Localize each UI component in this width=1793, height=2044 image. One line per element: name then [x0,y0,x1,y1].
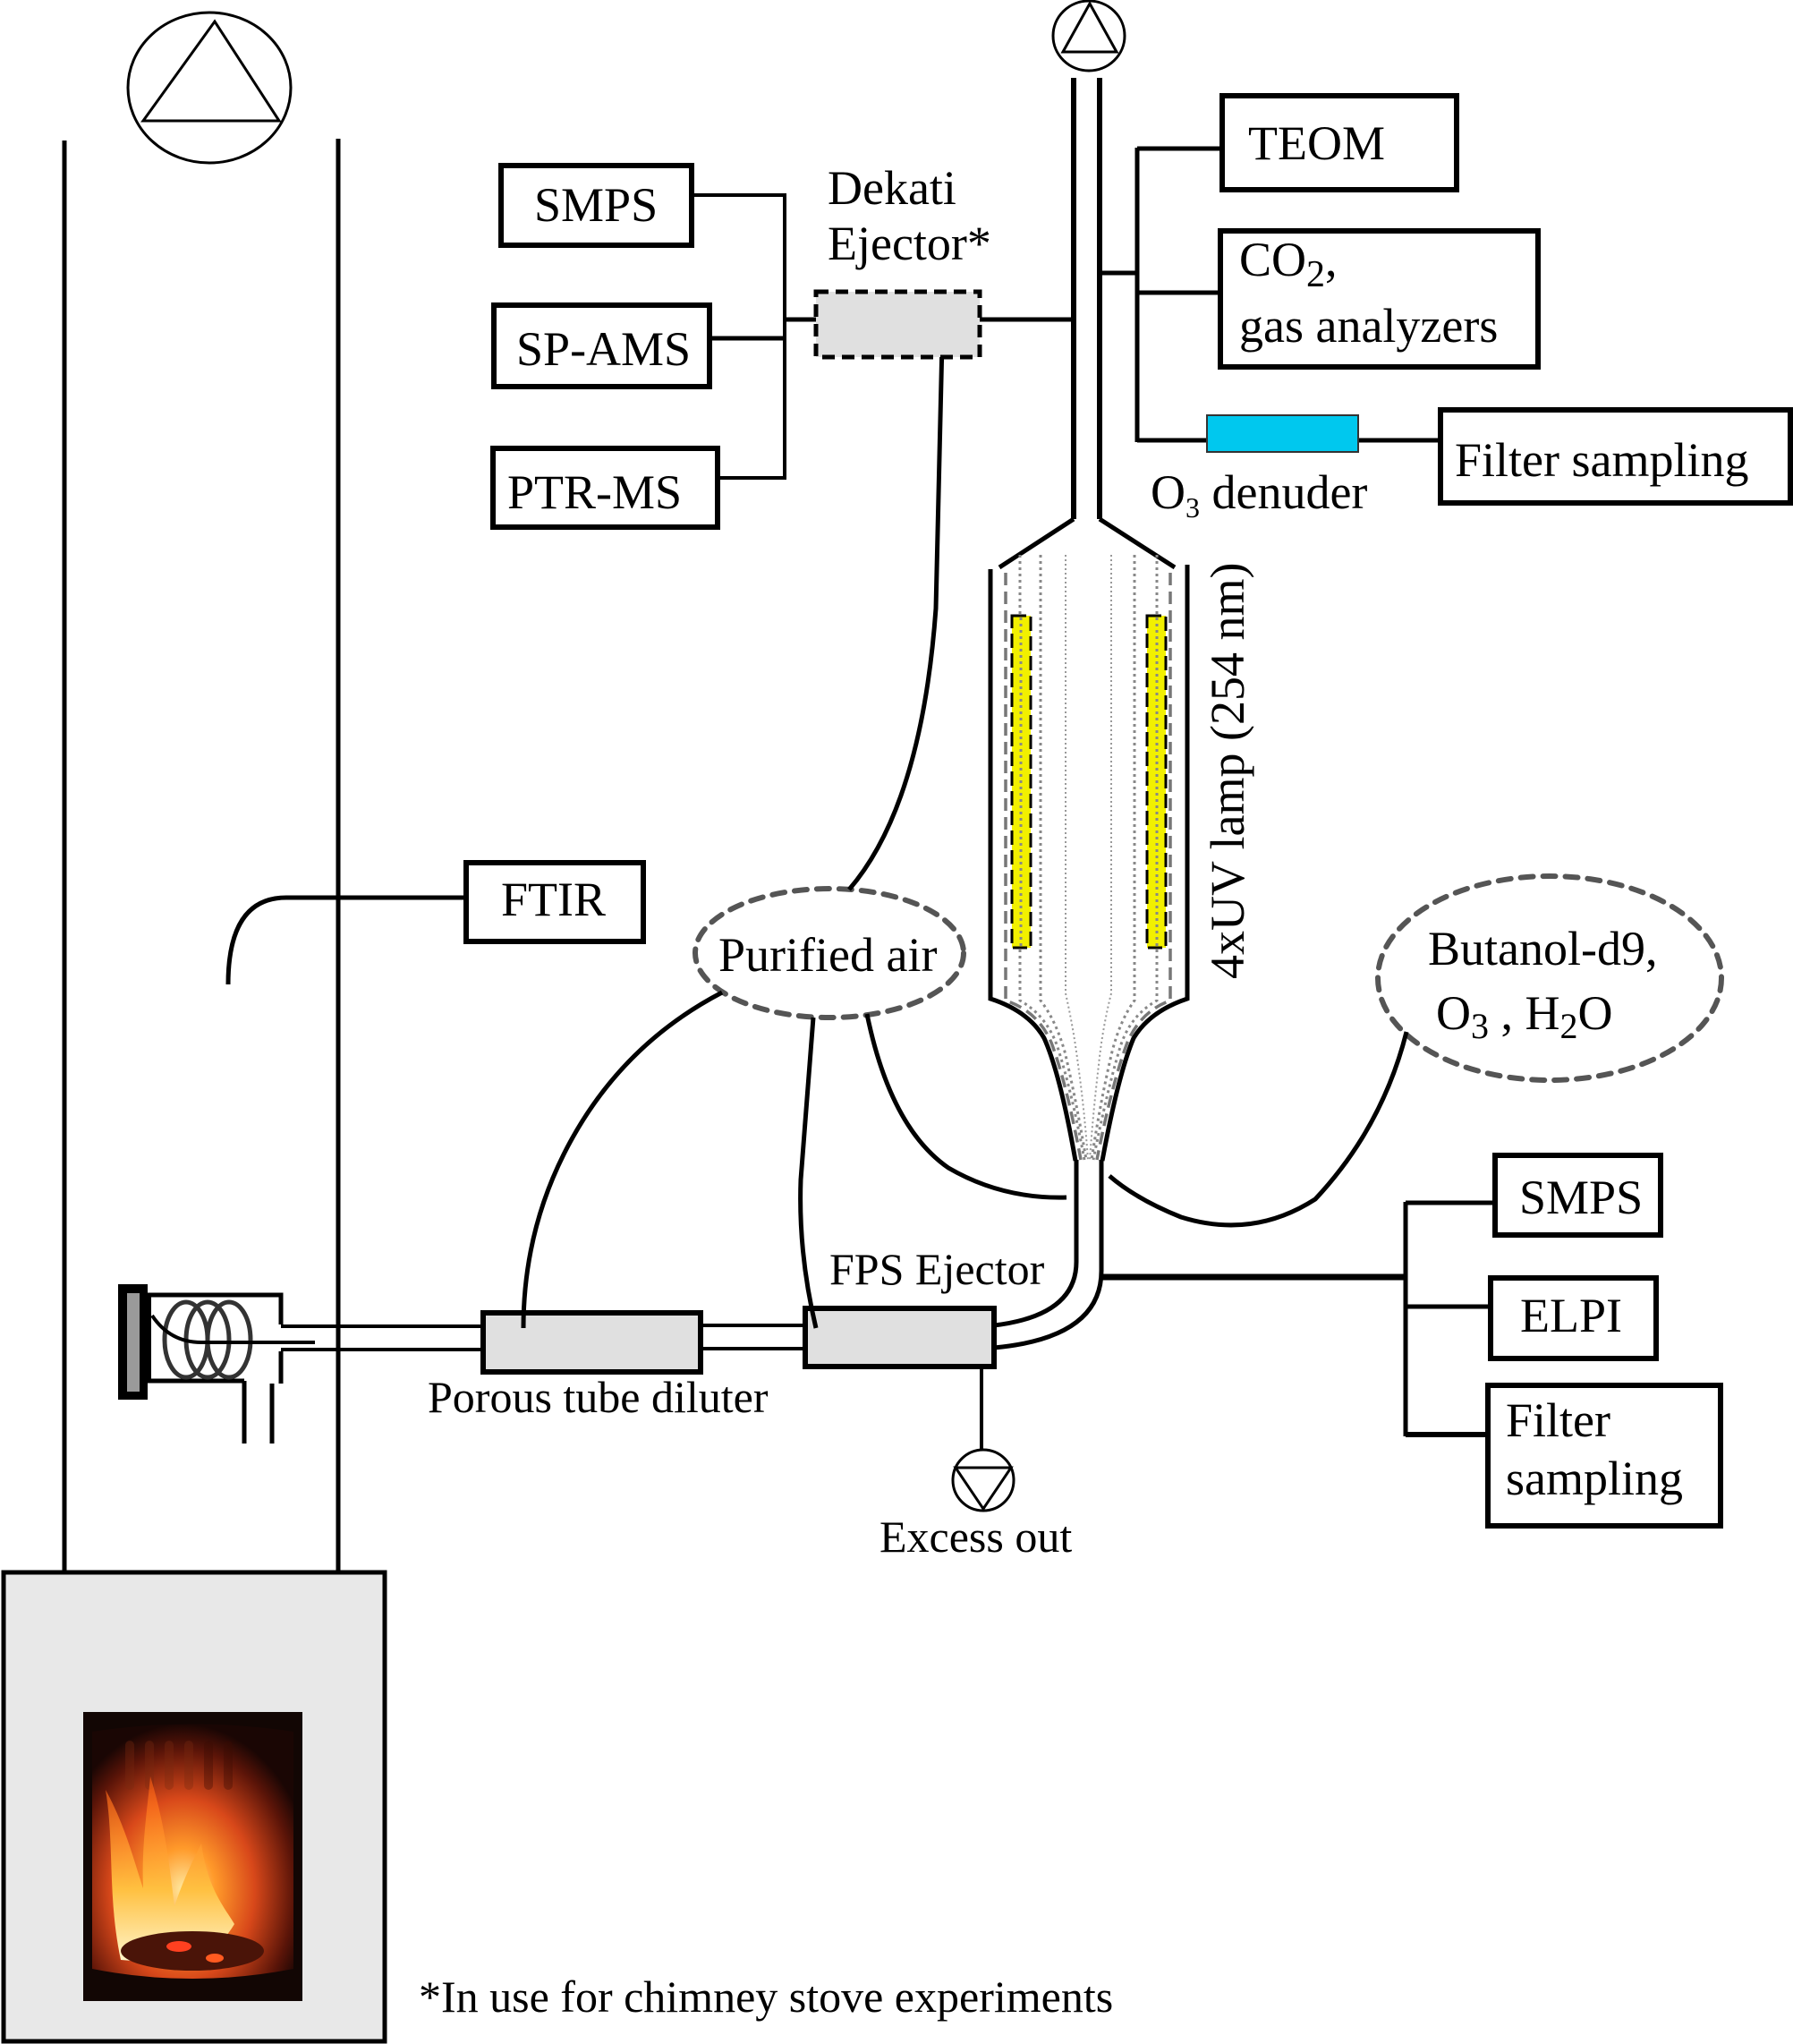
co2-label: CO2, [1239,233,1338,295]
elpi-label: ELPI [1520,1289,1622,1342]
chimney [62,11,341,1573]
burning-logs [121,1931,264,1971]
dekati-branch: Dekati Ejector* SMPS SP-AMS PTR-MS [490,161,1074,530]
top-right-branch: TEOM CO2, gas analyzers O3 denuder Filte… [1100,93,1793,524]
excess-out-label: Excess out [880,1512,1072,1562]
co2-gas-analyzers-box [1218,228,1541,370]
gas-analyzers-label: gas analyzers [1239,299,1498,353]
purified-air-ellipse [693,886,966,1020]
reactor-outlet-pump-icon [1051,0,1126,72]
filter-sampling-bottom-label-line2: sampling [1506,1452,1683,1505]
dekati-ejector [813,289,982,360]
teom-box [1219,93,1459,192]
butanol-label: Butanol-d9, [1428,922,1657,975]
sampling-probe [118,1284,483,1444]
wood-stove [1,1570,387,2044]
uv-lamp-right [1145,614,1168,950]
fps-ejector-label: FPS Ejector [829,1244,1045,1294]
stove-grate-slots [125,1741,233,1790]
footnote: *In use for chimney stove experiments [419,1972,1113,2022]
flame-icon [106,1776,234,1964]
smps-bottom-box [1492,1153,1663,1238]
bottom-right-branch: SMPS ELPI Filter sampling [1403,1153,1723,1529]
smps-top-box [498,163,694,248]
porous-tube-diluter [480,1310,703,1375]
smps-bottom-label: SMPS [1519,1171,1643,1224]
dekati-label-line1: Dekati [828,161,956,215]
ptr-ms-label: PTR-MS [507,465,682,519]
smps-top-label: SMPS [534,178,658,232]
ftir-label: FTIR [501,873,606,926]
ftir-branch: FTIR [225,860,646,985]
o3-denuder-label: O3 denuder [1151,465,1367,524]
swirl-flow-icon [150,1299,315,1380]
fps-ejector [803,1306,997,1369]
filter-sampling-bottom-label-line1: Filter [1506,1393,1610,1447]
sp-ams-box [491,302,712,389]
elpi-box [1488,1275,1659,1361]
filter-sampling-bottom-box [1485,1383,1723,1529]
stove-fire-window [83,1712,302,2001]
teom-label: TEOM [1248,116,1385,170]
ftir-box [463,860,646,944]
porous-tube-diluter-label: Porous tube diluter [428,1372,769,1422]
filter-sampling-top-box [1438,407,1793,506]
chimney-fan-icon [126,11,293,165]
excess-out-pump-icon [951,1448,1015,1512]
dekati-label-line2: Ejector* [828,217,991,270]
oxidant-supply: Butanol-d9, O3 , H2O [1108,873,1724,1228]
sp-ams-label: SP-AMS [516,322,691,376]
purified-air-supply: Purified air [521,341,1067,1329]
dilution-system: Porous tube diluter FPS Ejector Excess o… [428,1160,1104,1562]
o3-denuder [1206,414,1359,453]
oxidation-flow-reactor: 4xUV lamp (254 nm) [988,0,1406,1281]
uv-lamp-label: 4xUV lamp (254 nm) [1201,563,1254,979]
ptr-ms-box [490,446,720,530]
uv-lamp-left [1010,614,1032,950]
filter-sampling-top-label: Filter sampling [1455,433,1748,487]
oxidant-ellipse [1375,873,1724,1083]
purified-air-label: Purified air [718,928,937,982]
o3-h2o-label: O3 , H2O [1436,986,1613,1046]
